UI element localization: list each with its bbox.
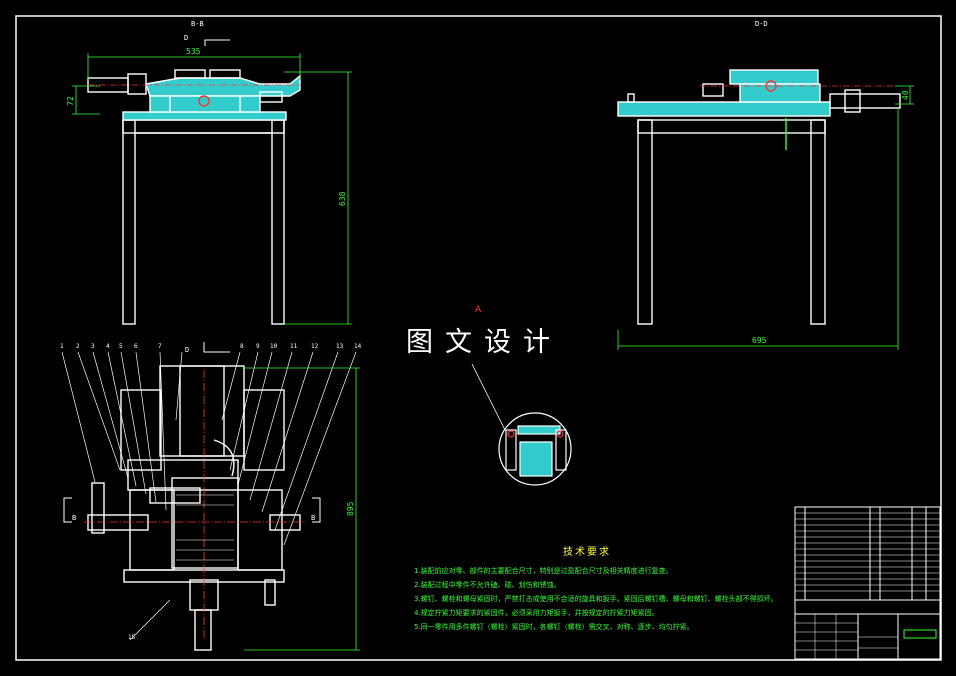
view-bb [87,69,301,325]
dd-dimensions [617,85,914,350]
view-label-bb: B-B [191,20,204,28]
callout-label: 8 [240,343,244,350]
tech-requirement-1: 1.装配前应对零、部件的主要配合尺寸，特别是过盈配合尺寸及相关精度进行复查。 [414,567,673,575]
callout-label: 4 [106,343,110,350]
leader-lines [61,351,357,641]
dim-895: 895 [346,501,355,516]
section-mark-d [204,39,230,46]
tech-requirement-4: 4.规定拧紧力矩要求的紧固件，必须采用力矩扳手，并按规定的拧紧力矩紧固。 [414,609,659,617]
view-dd [617,69,901,325]
callout-label: 14 [354,343,362,350]
callout-label: 6 [134,343,138,350]
title-block [794,506,941,660]
callout-label: 15 [128,634,136,641]
dim-638: 638 [338,191,347,206]
dim-40: 40 [901,90,910,100]
bb-dimensions [72,53,352,325]
marker-b-left: B [72,514,77,522]
marker-d-plan: D [185,346,190,354]
tech-requirement-2: 2.装配过程中零件不允许磕、碰、划伤和锈蚀。 [414,581,561,589]
marker-b-right: B [311,514,316,522]
callout-label: 12 [311,343,319,350]
callout-label: 7 [158,343,162,350]
tech-requirement-3: 3.螺钉、螺栓和螺母紧固时，严禁打击或使用不合适的旋具和扳手。紧固后螺钉槽、螺母… [414,595,778,603]
marker-d-top: D [184,34,189,42]
callout-label: 10 [270,343,278,350]
callout-label: 13 [336,343,344,350]
section-marker: A [475,305,482,315]
dim-695: 695 [752,336,767,345]
dim-535: 535 [186,47,201,56]
callout-label: 2 [76,343,80,350]
tech-requirement-5: 5.同一零件用多件螺钉（螺栓）紧固时，各螺钉（螺栓）需交叉、对称、逐步、均匀拧紧… [414,623,694,631]
plan-dimensions [244,367,360,651]
view-label-dd: D-D [755,20,768,28]
callout-label: 1 [60,343,64,350]
view-plan [61,342,357,651]
watermark-text: 图文设计 [406,327,562,358]
callout-label: 3 [91,343,95,350]
detail-view [471,363,572,486]
callout-label: 5 [119,343,123,350]
dim-72: 72 [66,96,75,106]
hatch-block [176,494,234,561]
sheet-border [15,15,942,661]
callout-label: 9 [256,343,260,350]
tech-requirements-title: 技术要求 [563,547,611,558]
callout-label: 11 [290,343,298,350]
